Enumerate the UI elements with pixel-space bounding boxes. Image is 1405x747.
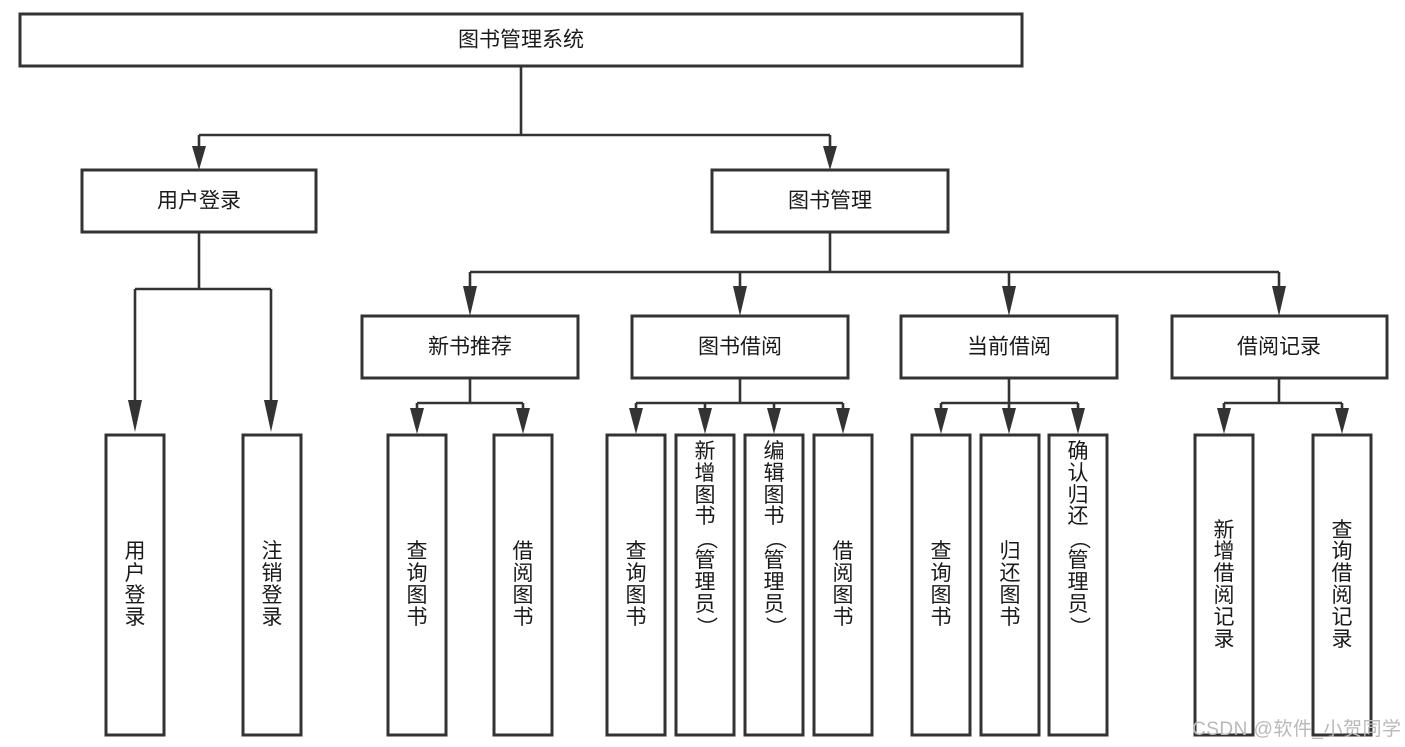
leaf-box-user-login-1[interactable] [241,433,303,737]
leaf-box-borrow-record-1[interactable] [1311,433,1373,737]
leaf-box-user-login-0[interactable] [104,433,166,737]
arrow-head-login [192,146,206,170]
node-book-management[interactable] [710,168,950,234]
node-new-book-recommend-label: 新书推荐 [428,336,512,359]
node-user-login-label: 用户登录 [157,190,241,213]
arrow-head-borrowrecord-leaf-1 [1217,408,1231,434]
connector-group-book-borrow [629,378,850,434]
node-book-borrow-label: 图书借阅 [698,336,782,359]
arrow-head-bookborrow-leaf-3 [767,408,781,434]
node-borrow-record[interactable] [1170,314,1389,380]
node-current-borrow-label: 当前借阅 [967,336,1051,359]
connector-group-borrow-record [1217,378,1349,434]
node-root[interactable] [18,12,1024,68]
node-book-borrow[interactable] [630,314,850,380]
arrow-head-leaf-user-login [128,400,142,432]
arrow-head-newbook-leaf-2 [516,408,530,434]
leaf-box-book-borrow-3[interactable] [812,433,874,737]
watermark-label: CSDN @软件_小贺同学 [1192,718,1401,740]
arrow-head-book-borrow [733,286,747,316]
arrow-head-borrowrecord-leaf-2 [1335,408,1349,434]
node-user-login[interactable] [80,168,318,234]
leaf-box-current-borrow-0[interactable] [910,433,972,737]
arrow-head-currentborrow-leaf-3 [1071,408,1085,434]
leaf-box-book-borrow-0[interactable] [605,433,667,737]
node-current-borrow[interactable] [899,314,1119,380]
node-new-book-recommend[interactable] [360,314,580,380]
leaf-box-new-book-1[interactable] [492,433,554,737]
arrow-head-bookborrow-leaf-1 [629,408,643,434]
leaf-box-book-borrow-2[interactable] [743,433,805,737]
connector-group-root [192,66,837,170]
arrow-head-currentborrow-leaf-2 [1002,408,1016,434]
leaf-box-new-book-0[interactable] [386,433,448,737]
node-root-label: 图书管理系统 [458,29,584,52]
arrow-head-newbook-leaf-1 [410,408,424,434]
arrow-head-borrow-record [1272,286,1286,316]
arrow-head-bookmgmt [823,146,837,170]
connector-group-bookmgmt [463,232,1286,316]
arrow-head-bookborrow-leaf-2 [698,408,712,434]
leaf-box-borrow-record-0[interactable] [1193,433,1255,737]
arrow-head-leaf-logout [264,400,278,432]
arrow-head-currentborrow-leaf-1 [934,408,948,434]
arrow-head-bookborrow-leaf-4 [836,408,850,434]
node-borrow-record-label: 借阅记录 [1237,336,1321,359]
connector-group-new-book [410,378,530,434]
arrow-head-current-borrow [1002,286,1016,316]
connector-group-current-borrow [934,378,1085,434]
leaf-box-current-borrow-2[interactable] [1047,433,1109,737]
connector-group-login [128,232,278,432]
leaf-box-book-borrow-1[interactable] [674,433,736,737]
node-book-management-label: 图书管理 [788,190,872,213]
leaf-box-current-borrow-1[interactable] [979,433,1041,737]
arrow-head-new-book [463,286,477,316]
